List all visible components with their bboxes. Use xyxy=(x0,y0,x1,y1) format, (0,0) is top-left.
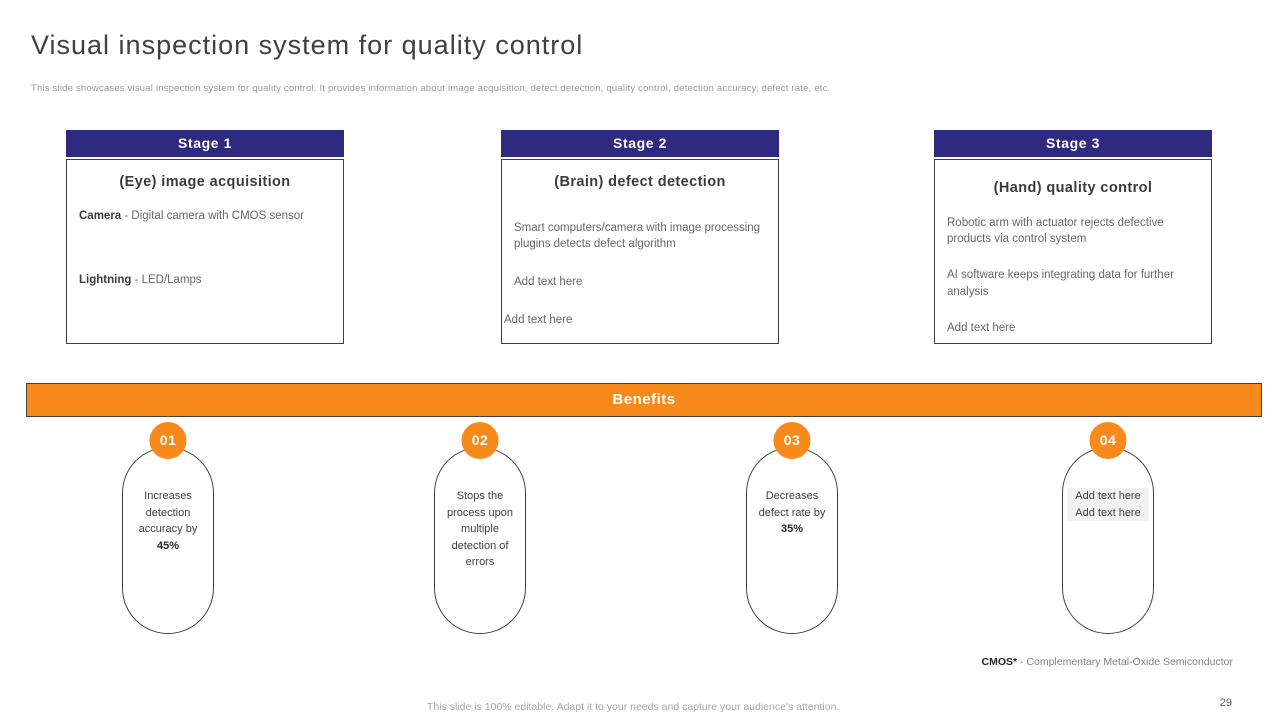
stage-2-header: Stage 2 xyxy=(501,130,779,157)
benefit-1-number-badge: 01 xyxy=(149,422,187,459)
stage-1-item-camera-text: - Digital camera with CMOS sensor xyxy=(121,210,304,222)
stage-1-body: (Eye) image acquisition Camera - Digital… xyxy=(66,159,344,344)
cmos-footnote-definition: - Complementary Metal-Oxide Semiconducto… xyxy=(1017,656,1233,668)
benefit-1-text: Increases detection accuracy by 45% xyxy=(127,488,209,554)
benefit-pill-1: 01 Increases detection accuracy by 45% xyxy=(122,422,214,634)
stage-1-title: (Eye) image acquisition xyxy=(119,174,291,190)
page-subtitle: This slide showcases visual inspection s… xyxy=(31,83,831,94)
benefits-banner: Benefits xyxy=(26,383,1262,417)
cmos-footnote: CMOS* - Complementary Metal-Oxide Semico… xyxy=(981,656,1233,668)
stage-1-item-lightning: Lightning - LED/Lamps xyxy=(79,272,331,288)
stage-3-title: (Hand) quality control xyxy=(993,180,1153,196)
benefit-4-text-placeholder[interactable]: Add text here Add text here xyxy=(1067,488,1149,521)
benefit-4-capsule xyxy=(1062,447,1154,634)
benefit-pill-2: 02 Stops the process upon multiple detec… xyxy=(434,422,526,634)
stage-3-item-robotic: Robotic arm with actuator rejects defect… xyxy=(947,217,1164,246)
stage-2-column: Stage 2 (Brain) defect detection Smart c… xyxy=(501,130,779,344)
stage-3-title-wrap: (Hand) quality control xyxy=(947,178,1199,198)
benefit-4-number-badge: 04 xyxy=(1089,422,1127,459)
benefit-3-number-badge: 03 xyxy=(773,422,811,459)
benefit-pill-4: 04 Add text here Add text here xyxy=(1062,422,1154,634)
stage-1-item-camera-lead: Camera xyxy=(79,210,122,222)
benefit-1-text-main: Increases detection accuracy by xyxy=(138,490,198,535)
benefit-2-number-badge: 02 xyxy=(461,422,499,459)
stage-3-header: Stage 3 xyxy=(934,130,1212,157)
benefit-1-capsule xyxy=(122,447,214,634)
stage-1-header: Stage 1 xyxy=(66,130,344,157)
stage-3-column: Stage 3 (Hand) quality control Robotic a… xyxy=(934,130,1212,344)
stage-1-item-lightning-text: - LED/Lamps xyxy=(131,274,202,287)
stage-1-item-camera: Camera - Digital camera with CMOS sensor xyxy=(79,208,331,224)
benefit-pill-3: 03 Decreases defect rate by 35% xyxy=(746,422,838,634)
stage-3-placeholder[interactable]: Add text here xyxy=(947,321,1016,334)
benefit-3-text: Decreases defect rate by 35% xyxy=(751,488,833,538)
benefit-3-text-main: Decreases defect rate by xyxy=(758,490,826,519)
stage-2-title: (Brain) defect detection xyxy=(554,174,726,190)
stage-2-placeholder-1[interactable]: Add text here xyxy=(514,276,583,289)
page-title: Visual inspection system for quality con… xyxy=(31,30,584,60)
benefit-2-text: Stops the process upon multiple detectio… xyxy=(444,488,516,571)
cmos-footnote-term: CMOS* xyxy=(981,656,1018,668)
benefit-2-text-main: Stops the process upon multiple detectio… xyxy=(446,490,514,568)
stage-1-column: Stage 1 (Eye) image acquisition Camera -… xyxy=(66,130,344,344)
stage-3-item-ai: AI software keeps integrating data for f… xyxy=(947,269,1174,298)
benefit-2-capsule xyxy=(434,447,526,634)
stage-2-placeholder-2[interactable]: Add text here xyxy=(504,314,573,327)
benefit-3-stat: 35% xyxy=(780,523,804,535)
benefit-1-stat: 45% xyxy=(156,539,180,552)
page-number: 29 xyxy=(1219,697,1232,709)
benefit-3-capsule xyxy=(746,447,838,634)
stage-2-item-description: Smart computers/camera with image proces… xyxy=(514,222,761,251)
stage-1-item-lightning-lead: Lightning xyxy=(79,274,132,287)
stage-2-body: (Brain) defect detection Smart computers… xyxy=(501,159,779,344)
stage-3-body: (Hand) quality control Robotic arm with … xyxy=(934,159,1212,344)
editable-footer-note: This slide is 100% editable. Adapt it to… xyxy=(427,701,840,713)
